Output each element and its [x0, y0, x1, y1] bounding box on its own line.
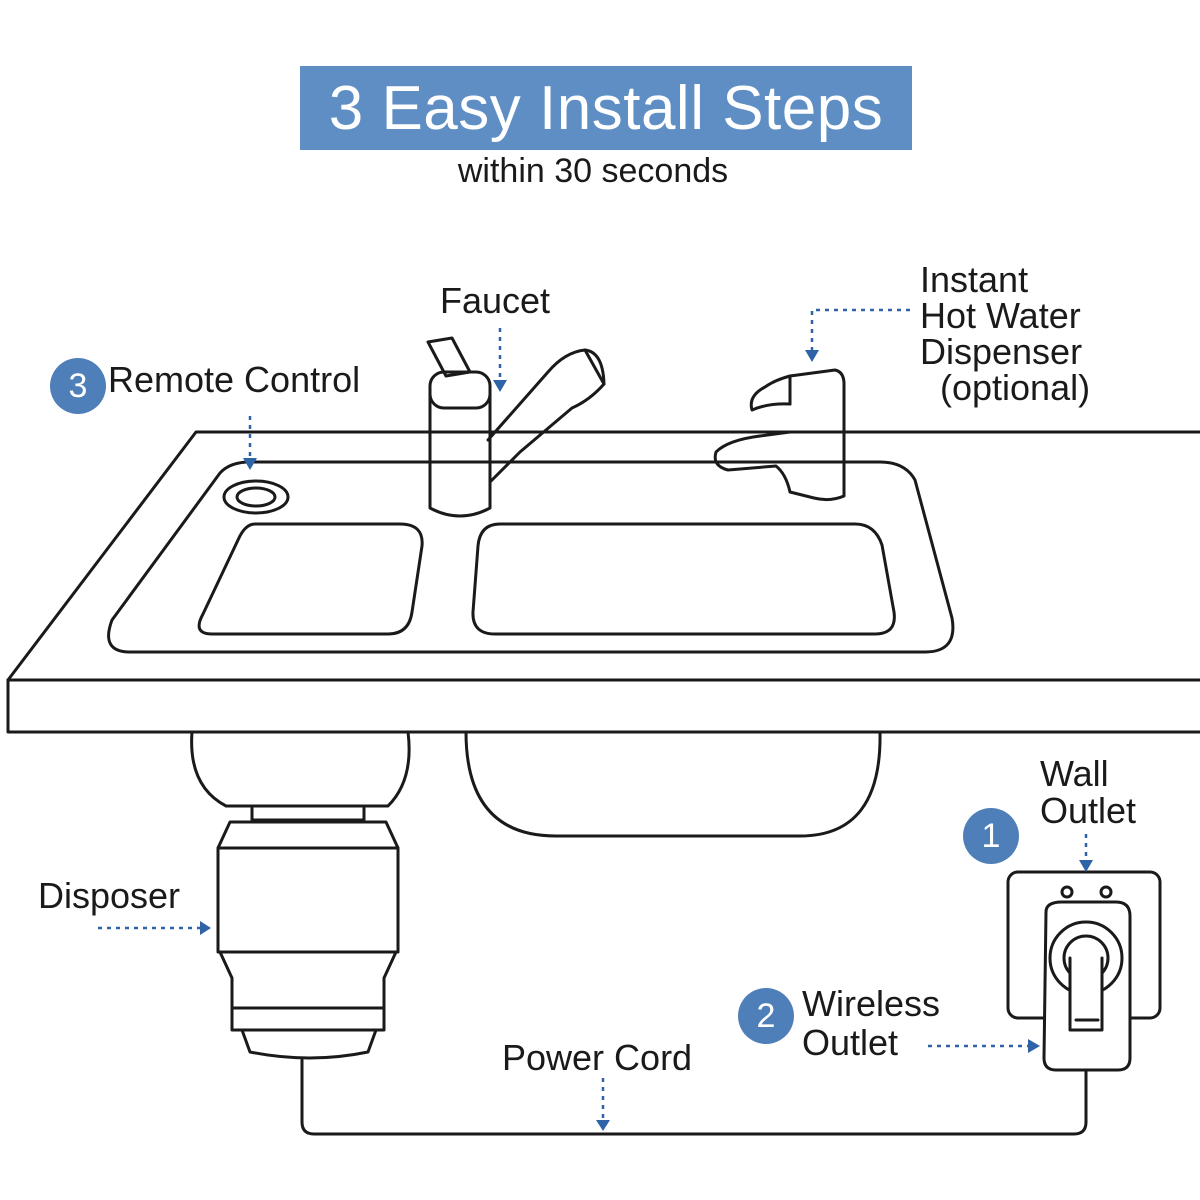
- step-3-badge: 3: [50, 358, 106, 414]
- left-basin: [197, 522, 424, 636]
- wireless-outlet: [1042, 900, 1132, 1072]
- title-banner: 3 Easy Install Steps: [300, 66, 912, 150]
- disposer-unit: [216, 806, 400, 1060]
- remote-control-arrow-head: [243, 458, 257, 470]
- step-1-badge: 1: [963, 808, 1019, 864]
- sink-rim: [107, 460, 955, 654]
- step-1-number: 1: [981, 816, 1001, 855]
- wall-outlet-label-line-2: Outlet: [1040, 790, 1137, 831]
- hot-water-dispenser: [713, 368, 846, 502]
- faucet-fixture: [426, 336, 606, 518]
- dispenser-label-line-3: Dispenser: [920, 331, 1083, 372]
- dispenser-label-line-4: (optional): [940, 367, 1091, 408]
- faucet-label: Faucet: [440, 280, 551, 321]
- faucet-arrow-head: [493, 380, 507, 392]
- wall-outlet-label-line-1: Wall: [1040, 753, 1109, 794]
- page-subtitle: within 30 seconds: [457, 152, 729, 190]
- dispenser-label-line-2: Hot Water: [920, 295, 1081, 336]
- power-cord-arrow-head: [596, 1120, 610, 1131]
- countertop: [6, 430, 1200, 734]
- step-2-number: 2: [756, 996, 776, 1035]
- wireless-outlet-label-line-2: Outlet: [802, 1022, 899, 1063]
- right-bowl-under: [464, 730, 882, 838]
- dispenser-label-line-1: Instant: [920, 259, 1029, 300]
- right-basin: [471, 522, 896, 636]
- dispenser-arrow-head: [805, 350, 819, 362]
- page-title: 3 Easy Install Steps: [328, 73, 884, 143]
- power-cord: [300, 1058, 1088, 1136]
- step-3-number: 3: [68, 366, 88, 405]
- power-cord-label: Power Cord: [502, 1037, 693, 1078]
- left-bowl-under: [190, 730, 411, 808]
- disposer-label: Disposer: [38, 875, 181, 916]
- remote-control-label: Remote Control: [108, 359, 361, 400]
- wireless-outlet-arrow-head: [1028, 1039, 1040, 1053]
- step-2-badge: 2: [738, 988, 794, 1044]
- wall-outlet-arrow-head: [1079, 860, 1093, 872]
- disposer-arrow-head: [200, 921, 211, 935]
- wireless-outlet-label-line-1: Wireless: [802, 983, 941, 1024]
- remote-control-button: [222, 479, 290, 515]
